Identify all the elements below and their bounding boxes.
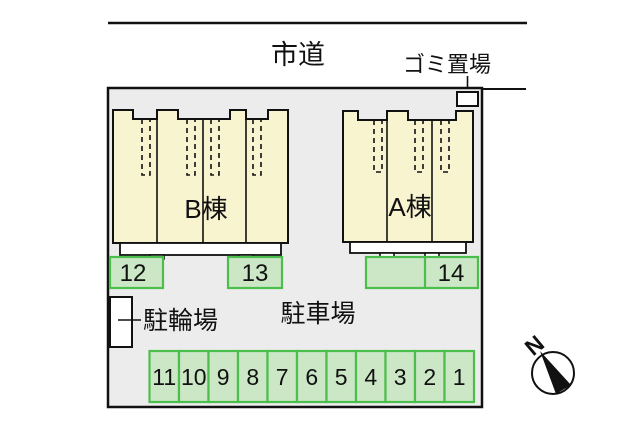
garbage-area-label: ゴミ置場 [403,52,491,77]
parking-space-14: 14 [364,255,480,290]
parking-space-cell [177,349,210,404]
parking-space-cell [384,349,417,404]
parking-space-label: 7 [276,364,289,390]
parking-space-12-box [108,255,165,290]
parking-space-cell [148,349,181,404]
building-a-label: A棟 [388,192,431,222]
parking-space-label: 5 [335,364,348,390]
parking-space-12: 12 [108,255,165,290]
building-a-entrance-dashed [414,120,424,173]
building-b-entrance-dashed [210,119,220,176]
building-a-entrance-dashed [373,120,383,173]
building-b-label: B棟 [184,194,227,224]
road-label: 市道 [271,40,325,70]
parking-space-label: 6 [305,364,318,390]
parking-space-13-box [226,255,284,290]
bicycle-parking-label: 駐輪場 [143,307,218,335]
parking-space-label: 1 [453,364,466,390]
building-b-porch [119,242,282,256]
parking-space-label: 3 [394,364,407,390]
parking-space-13: 13 [226,255,284,290]
parking-space-label: 9 [217,364,230,390]
parking-space-cell [207,349,240,404]
parking-space-cell [354,349,387,404]
building-b-entrance-dashed [141,119,151,176]
parking-space-13-label: 13 [242,260,269,287]
building-a-outline [342,110,474,243]
building-a: A棟 [342,110,474,258]
building-b-entrance-dashed [186,119,196,176]
parking-space-label: 10 [181,364,207,390]
parking-space-label: 4 [364,364,377,390]
bicycle-parking: 駐輪場 [109,296,218,348]
parking-space-cell [443,349,476,404]
parking-space-14-box [364,255,480,290]
compass-needle-icon [540,351,571,394]
building-b-entrance-dashed [252,119,262,176]
parking-space-12-label: 12 [120,260,147,287]
parking-space-label: 2 [423,364,436,390]
building-b: B棟 [112,109,289,260]
parking-row: 11 10 9 8 7 6 5 4 3 2 1 [148,349,476,404]
compass: N [520,330,575,395]
parking-space-14-label: 14 [438,260,465,287]
building-a-entrance-dashed [440,120,450,173]
building-a-porch [349,241,467,254]
parking-space-label: 8 [246,364,259,390]
bicycle-parking-box [109,296,133,348]
parking-space-label: 11 [152,364,176,390]
parking-lot-label: 駐車場 [280,300,355,328]
garbage-box [456,91,479,107]
